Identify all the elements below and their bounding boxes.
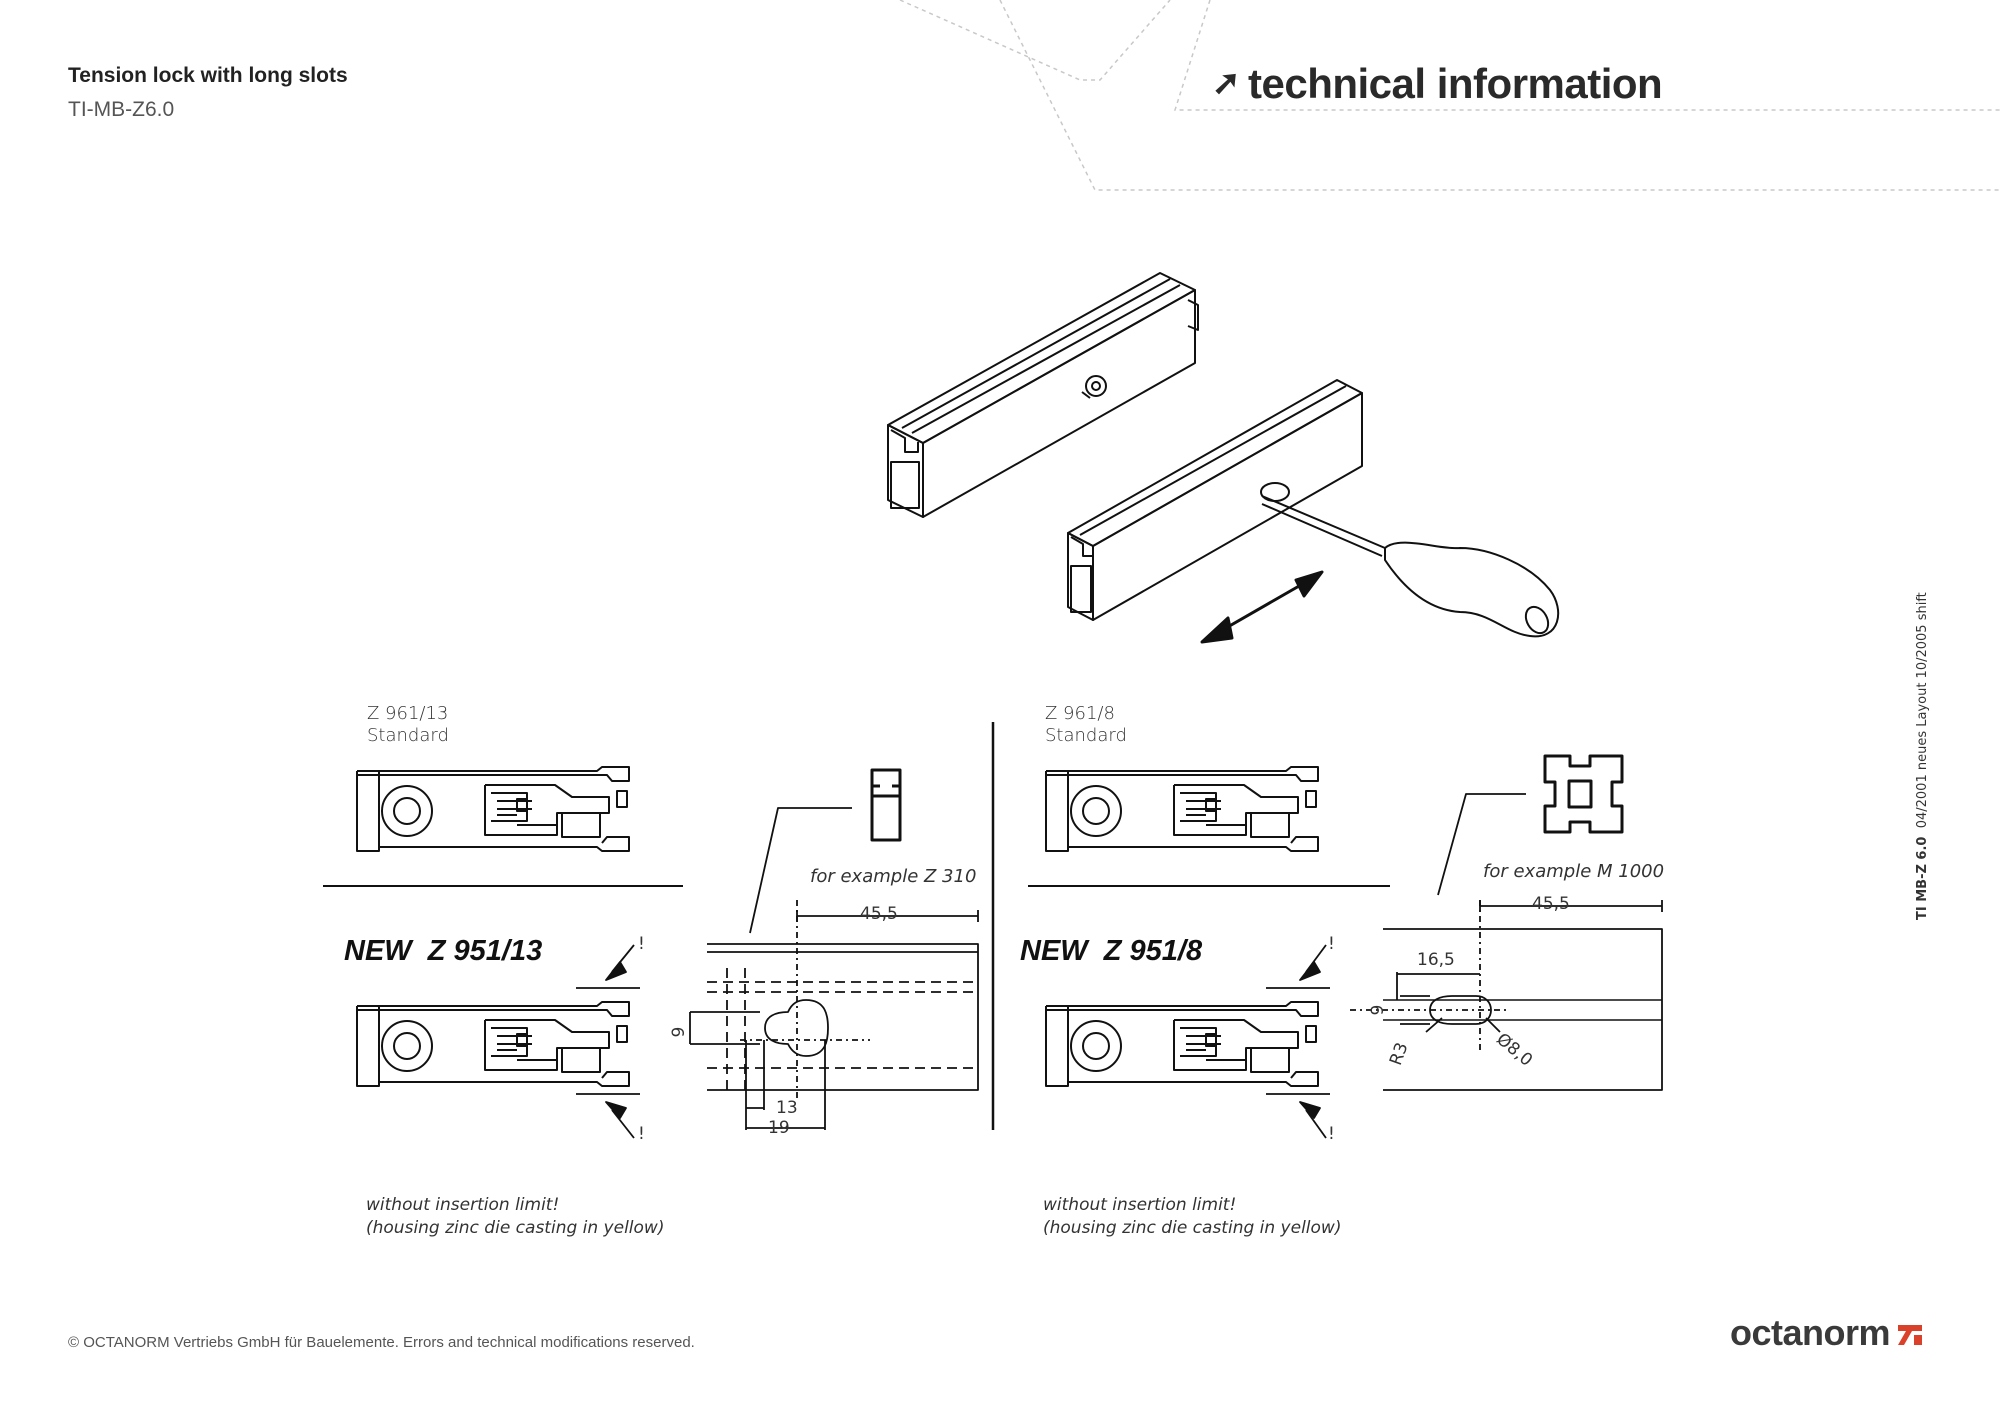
dimension-slot-height-right: 6 — [1365, 1004, 1386, 1016]
note-line1-right: without insertion limit! — [1043, 1195, 1237, 1215]
dimension-19: 19 — [768, 1118, 790, 1138]
revision-text: 04/2001 neues Layout 10/2005 shift — [1915, 592, 1930, 829]
revision-sidebar: TI MB-Z 6.0 04/2001 neues Layout 10/2005… — [1915, 590, 1939, 920]
octanorm-logo-icon — [1898, 1325, 1923, 1345]
copyright-footer: © OCTANORM Vertriebs GmbH für Bauelement… — [68, 1334, 695, 1351]
lock-z961-8 — [1045, 766, 1319, 852]
dimension-13: 13 — [776, 1098, 798, 1118]
brand-name: octanorm — [1730, 1312, 1891, 1353]
profile-z310-section-icon — [870, 768, 902, 842]
brand-logo: octanorm — [1730, 1312, 1924, 1354]
slot-detail-left — [689, 900, 979, 1130]
note-line1-left: without insertion limit! — [366, 1195, 560, 1215]
new-part-label-right: NEW Z 951/8 — [1020, 935, 1203, 967]
note-line2-left: (housing zinc die casting in yellow) — [366, 1218, 665, 1238]
movement-arrow-icon — [1200, 570, 1324, 644]
screwdriver-icon — [1261, 495, 1560, 638]
profile-isometric-left — [887, 272, 1199, 518]
lock-z961-13 — [356, 766, 630, 852]
document-id: TI-MB-Z6.0 — [68, 98, 175, 121]
example-profile-label-right: for example M 1000 — [1483, 861, 1665, 882]
arrow-icon: ➚ — [1212, 64, 1241, 102]
old-part-label-right: Standard — [1045, 725, 1127, 746]
technical-information-header: ➚technical information — [1212, 60, 1663, 108]
lock-z951-13 — [356, 1001, 630, 1087]
document-title: Tension lock with long slots — [68, 64, 348, 87]
exclamation-bottom-right: ! — [1328, 1124, 1335, 1144]
new-part-label-left: NEW Z 951/13 — [344, 935, 543, 967]
exclamation-top-left: ! — [638, 934, 645, 954]
dimension-overall-right: 45,5 — [1532, 894, 1570, 914]
dimension-overall-left: 45,5 — [860, 904, 898, 924]
old-part-label-left: Standard — [367, 725, 449, 746]
old-part-code-left: Z 961/13 — [367, 703, 449, 724]
example-profile-label-left: for example Z 310 — [810, 866, 977, 887]
revision-code: TI MB-Z 6.0 — [1915, 836, 1930, 920]
lock-z951-8 — [1045, 1001, 1319, 1087]
exclamation-bottom-left: ! — [638, 1124, 645, 1144]
header-label: technical information — [1248, 60, 1663, 107]
slot-detail-right — [1350, 900, 1663, 1091]
old-part-code-right: Z 961/8 — [1045, 703, 1115, 724]
dimension-16-5: 16,5 — [1417, 950, 1455, 970]
dimension-slot-height-left: 6 — [666, 1026, 687, 1038]
profile-isometric-right — [1067, 379, 1363, 621]
note-line2-right: (housing zinc die casting in yellow) — [1043, 1218, 1342, 1238]
profile-m1000-section-icon — [1543, 754, 1624, 834]
exclamation-top-right: ! — [1328, 934, 1335, 954]
